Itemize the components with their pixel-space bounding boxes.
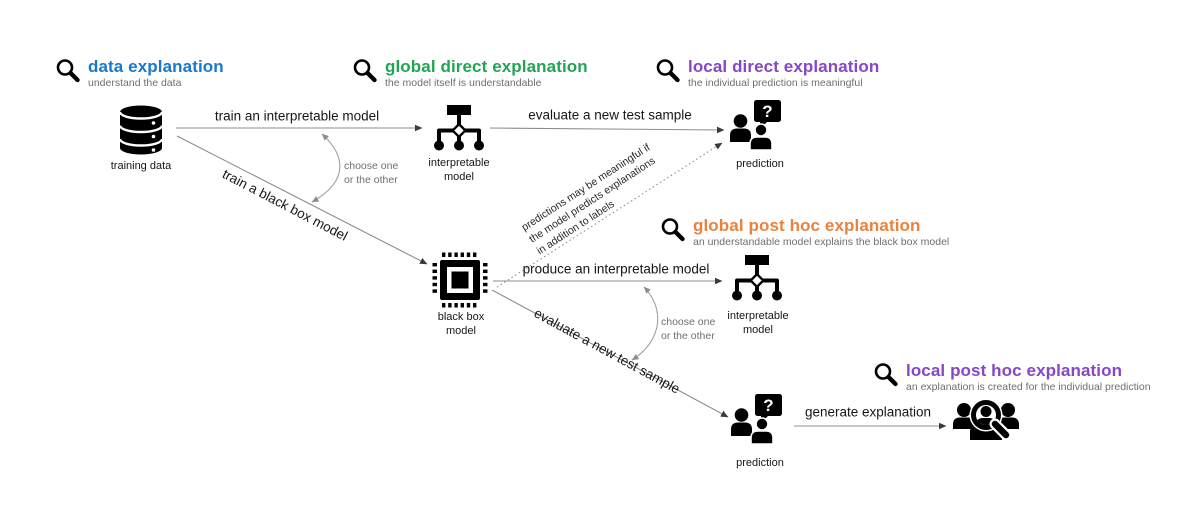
header-subtitle: the individual prediction is meaningful — [688, 77, 863, 90]
header-subtitle: an understandable model explains the bla… — [693, 236, 950, 249]
curve-choose-one-top — [311, 133, 341, 203]
edge-label-evaluate-top: evaluate a new test sample — [528, 107, 692, 123]
note-choose-one-bottom: choose one or the other — [661, 316, 715, 343]
header-title: global post hoc explanation — [693, 216, 921, 235]
header-global-post-hoc-explanation: global post hoc explanation an understan… — [659, 216, 949, 248]
header-title: local direct explanation — [688, 57, 880, 76]
magnifier-icon — [872, 361, 899, 393]
people-magnifier-icon — [953, 398, 1019, 457]
node-label-prediction-top: prediction — [736, 158, 784, 170]
magnifier-icon — [654, 57, 681, 89]
choose-line-2: or the other — [661, 329, 715, 342]
header-local-direct-explanation: local direct explanation the individual … — [654, 57, 879, 89]
question-mark-glyph: ? — [763, 396, 773, 415]
header-subtitle: the model itself is understandable — [385, 77, 542, 90]
decision-tree-icon — [729, 255, 785, 306]
choose-line-1: choose one — [344, 160, 399, 172]
arrow-evaluate-bottom — [491, 289, 729, 418]
arrow-train-black-box — [176, 135, 428, 265]
edge-label-produce-interpretable: produce an interpretable model — [522, 261, 710, 277]
question-mark-glyph: ? — [762, 102, 772, 121]
node-label-training-data: training data — [110, 160, 172, 172]
arrow-evaluate-top — [489, 126, 725, 134]
people-question-icon: ? — [729, 100, 789, 163]
note-choose-one-top: choose one or the other — [344, 160, 398, 187]
edge-label-generate-explanation: generate explanation — [804, 404, 932, 420]
magnifier-icon — [54, 57, 81, 89]
header-title: global direct explanation — [385, 57, 588, 76]
node-label-black-box-model: black box model — [437, 311, 485, 337]
chip-icon — [431, 251, 489, 314]
node-label-interpretable-model-mid: interpretable model — [727, 310, 789, 336]
people-question-icon: ? — [730, 394, 790, 457]
header-data-explanation: data explanation understand the data — [54, 57, 224, 89]
magnifier-icon — [659, 216, 686, 248]
decision-tree-icon — [431, 105, 487, 156]
header-global-direct-explanation: global direct explanation the model itse… — [351, 57, 588, 89]
database-icon — [117, 104, 165, 161]
node-label-interpretable-model-top: interpretable model — [428, 157, 490, 183]
choose-line-2: or the other — [344, 173, 398, 186]
magnifier-icon — [351, 57, 378, 89]
edge-label-train-interpretable: train an interpretable model — [214, 108, 380, 124]
header-local-post-hoc-explanation: local post hoc explanation an explanatio… — [872, 361, 1151, 393]
header-title: data explanation — [88, 57, 224, 76]
header-subtitle: understand the data — [88, 77, 182, 90]
arrow-dotted-predictions-note — [496, 142, 723, 288]
choose-line-1: choose one — [661, 316, 716, 328]
curve-choose-one-bottom — [631, 286, 659, 361]
header-subtitle: an explanation is created for the indivi… — [906, 381, 1151, 394]
header-title: local post hoc explanation — [906, 361, 1123, 380]
node-label-prediction-bottom: prediction — [736, 457, 784, 469]
